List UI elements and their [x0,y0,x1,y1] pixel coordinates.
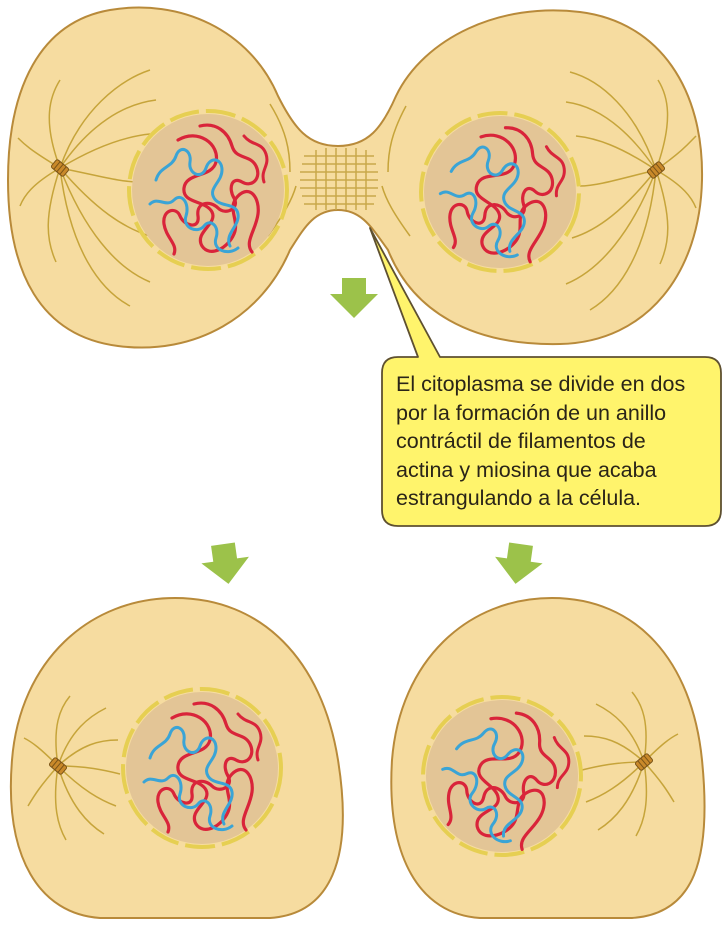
down-arrow-icon [492,541,545,587]
nucleus-bottom-left [123,689,281,847]
callout-text: El citoplasma se divide en dos por la fo… [396,370,720,513]
down-arrow-icon [330,278,378,318]
nucleus-top-left [129,111,287,269]
down-arrow-icon [199,541,252,587]
